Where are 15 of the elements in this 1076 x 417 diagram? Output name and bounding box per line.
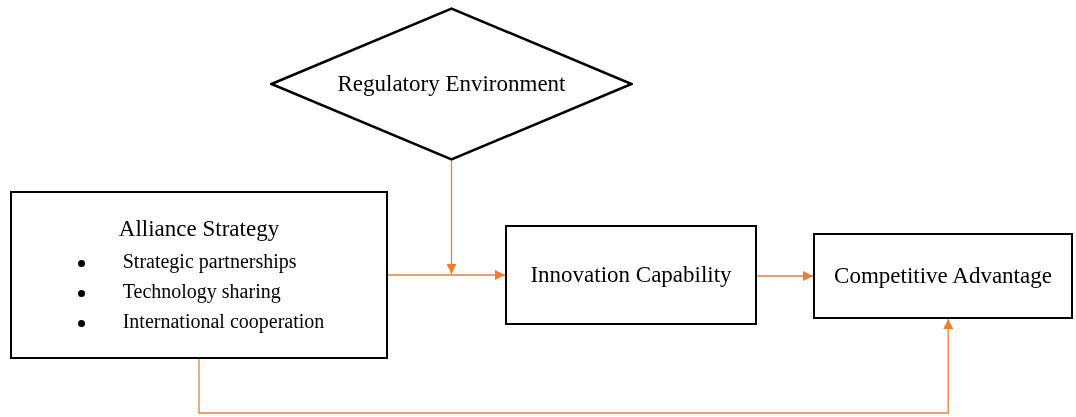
diamond-node [270,7,633,161]
arrow [198,318,954,414]
bullet-item: Technology sharing [73,276,325,306]
node-title: Alliance Strategy [117,215,281,243]
arrow [756,271,814,281]
arrow [387,270,506,280]
node-title: Competitive Advantage [834,262,1052,290]
node-title: Innovation Capability [530,261,732,289]
bullet-item: International cooperation [73,306,325,336]
bullet-item: Strategic partnerships [73,246,325,276]
process-box [10,191,388,359]
arrow [446,160,457,275]
node-title: Regulatory Environment [337,70,566,98]
process-box [505,225,757,325]
process-box [813,233,1073,319]
